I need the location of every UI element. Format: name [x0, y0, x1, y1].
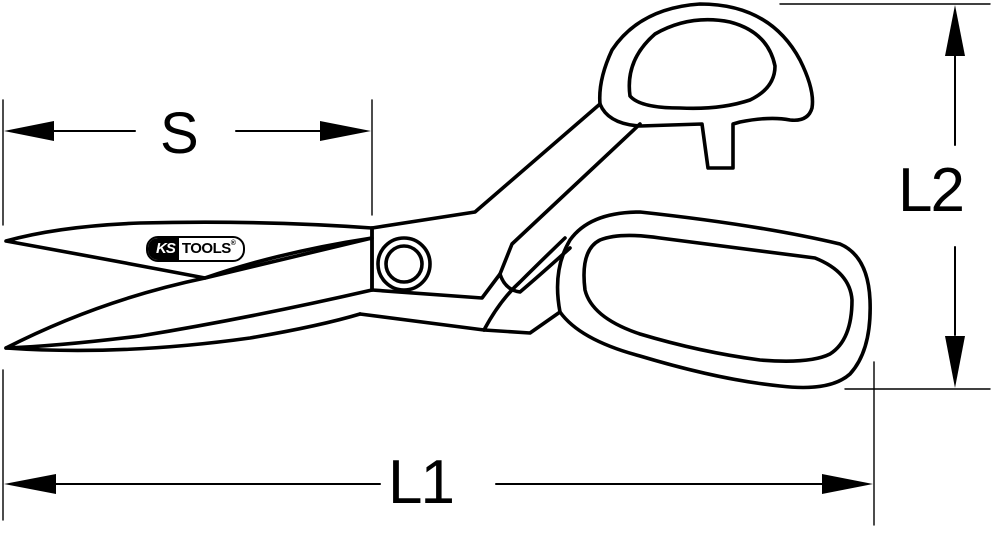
dimension-label-l2: L2	[898, 156, 965, 225]
dimension-label-l1: L1	[384, 452, 457, 514]
dimension-lines	[2, 3, 991, 526]
lower-handle-inner	[582, 233, 854, 363]
logo-ks: KS	[148, 238, 179, 260]
dimension-label-s: S	[156, 105, 201, 163]
logo-tools: TOOLS®	[179, 238, 244, 260]
scissors-outline	[4, 2, 872, 390]
dimension-arrowheads	[4, 5, 965, 494]
upper-handle-outer	[597, 2, 815, 170]
lower-handle-outer	[555, 210, 872, 390]
registered-mark: ®	[230, 240, 236, 247]
pivot-plate	[370, 102, 642, 300]
logo-tools-text: TOOLS	[181, 240, 231, 257]
pivot-screw-outer	[376, 236, 432, 292]
upper-handle-inner	[627, 17, 777, 111]
brand-logo: KS TOOLS®	[146, 236, 246, 262]
pivot-screw-inner	[384, 244, 424, 284]
